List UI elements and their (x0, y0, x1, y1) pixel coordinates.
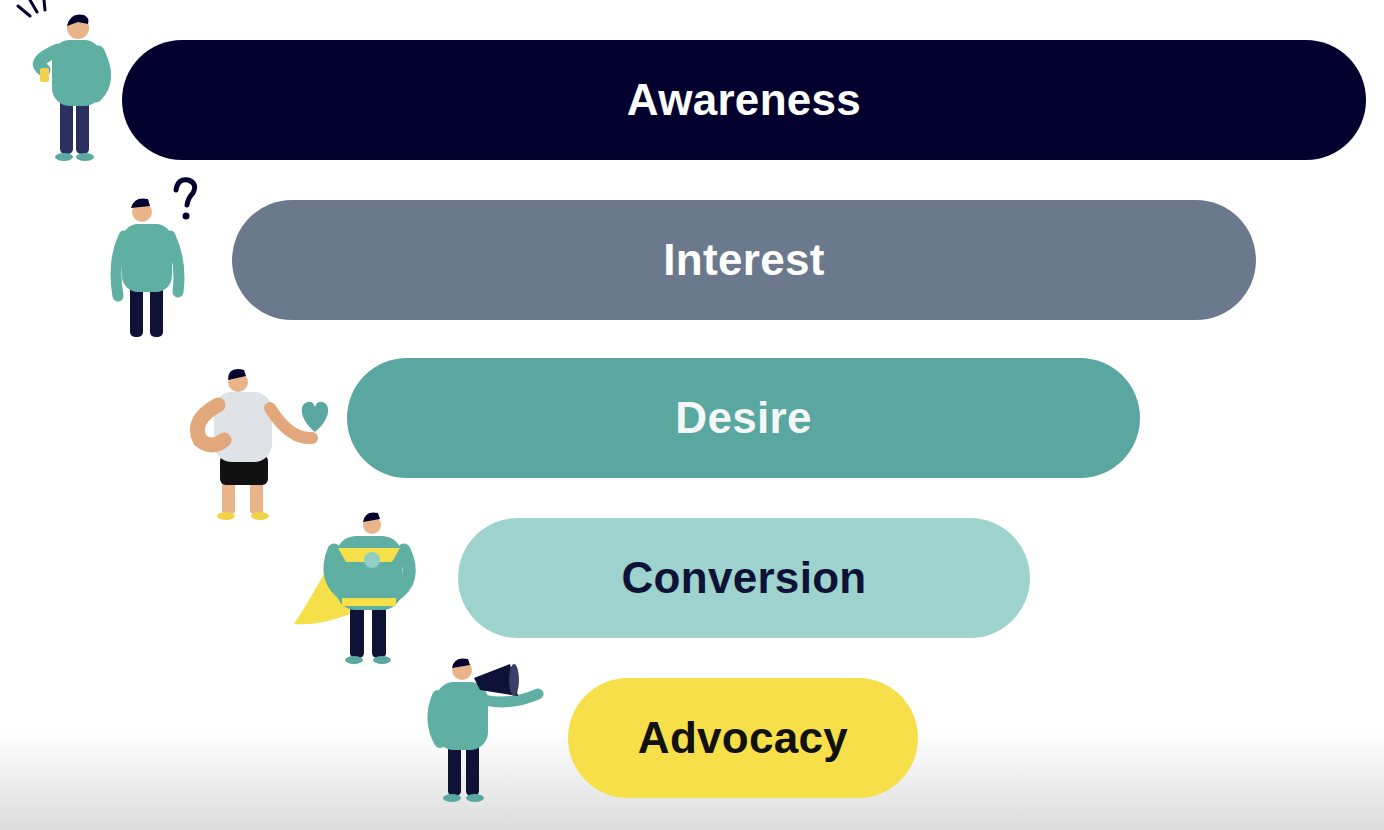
figure-hero (294, 512, 409, 664)
figure-part (55, 153, 73, 161)
figure-part (474, 664, 518, 696)
figure-part (60, 98, 73, 154)
figure-part (363, 512, 380, 522)
figure-part (131, 198, 150, 208)
figure-part (452, 658, 470, 668)
funnel-band: Conversion (458, 518, 1030, 638)
figure-part (251, 512, 269, 520)
figure-part (18, 0, 45, 16)
stage-label: Interest (663, 236, 824, 284)
figure-part (96, 52, 105, 96)
funnel-band: Interest (232, 200, 1256, 320)
figure-part (76, 98, 89, 154)
figure-part (372, 606, 386, 658)
figure-part (302, 402, 328, 432)
figure-phone (18, 0, 105, 161)
figure-part (466, 794, 484, 802)
figure-part (116, 236, 124, 296)
figure-part (40, 68, 49, 82)
figure-part (373, 656, 391, 664)
stage-label: Advocacy (638, 714, 848, 762)
figure-part (217, 512, 235, 520)
figure-part (130, 285, 143, 337)
figure-part (176, 180, 195, 205)
figure-part (350, 606, 364, 658)
funnel-band: Advocacy (568, 678, 918, 798)
figure-part (183, 213, 190, 220)
figure-part (197, 405, 224, 445)
figure-part (228, 369, 246, 380)
funnel-band: Awareness (122, 40, 1366, 160)
figure-part (433, 696, 440, 742)
figure-part (509, 664, 519, 696)
figure-part (345, 656, 363, 664)
figure-part (336, 536, 402, 610)
figure-part (364, 552, 380, 568)
figure-part (76, 153, 94, 161)
figure-part (342, 598, 396, 606)
figure-heart (197, 369, 328, 520)
funnel-band: Desire (347, 358, 1140, 478)
stage-label: Awareness (627, 76, 861, 124)
figure-part (122, 224, 172, 292)
figure-part (39, 50, 58, 70)
figure-part (484, 694, 538, 702)
stage-label: Conversion (621, 554, 866, 602)
figure-part (170, 236, 179, 292)
figure-megaphone (433, 658, 538, 802)
figure-part (67, 14, 89, 26)
figure-question (116, 180, 195, 337)
figure-part (443, 794, 461, 802)
figure-part (150, 285, 163, 337)
stage-label: Desire (675, 394, 811, 442)
